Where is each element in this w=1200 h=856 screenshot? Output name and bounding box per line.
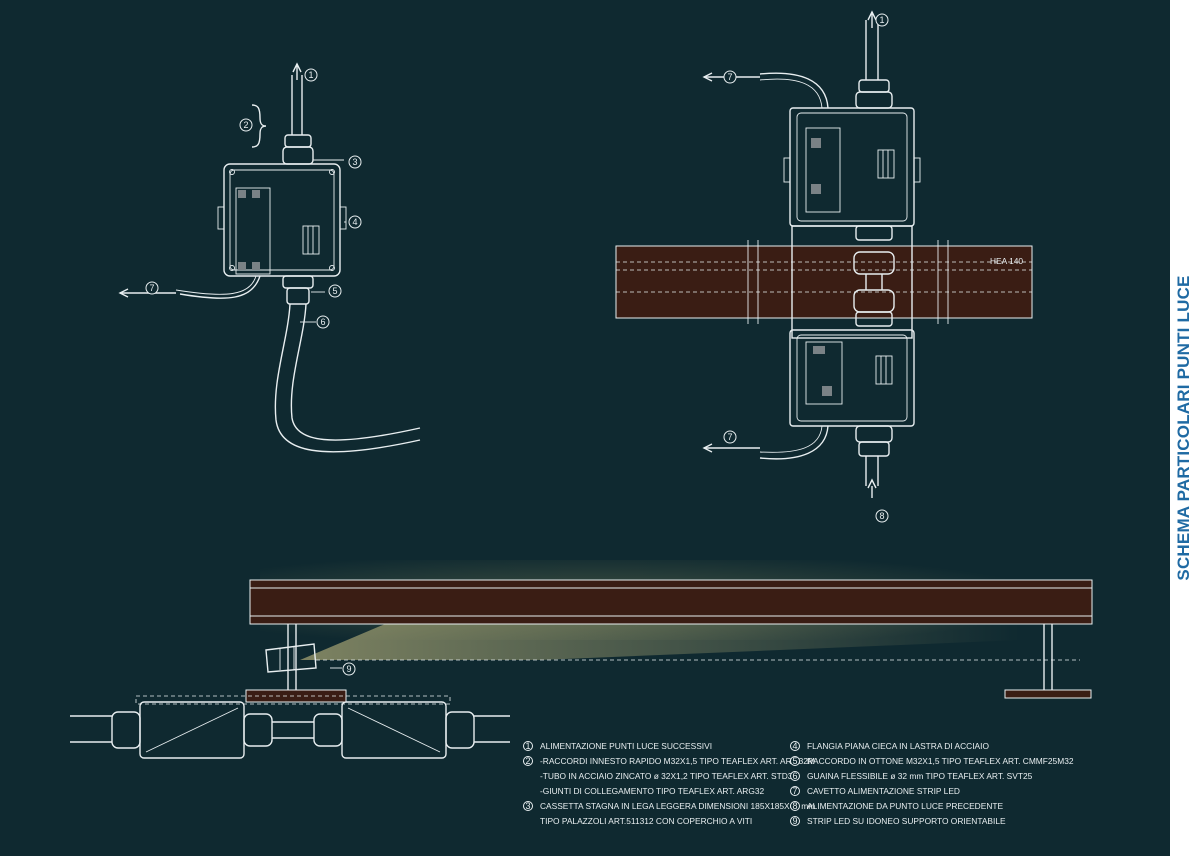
callout-5-label: 5 <box>332 286 337 296</box>
callout-6-label: 6 <box>320 317 325 327</box>
legend-left: 1 ALIMENTAZIONE PUNTI LUCE SUCCESSIVI 2 … <box>523 741 815 826</box>
callout-1-b-label: 1 <box>879 15 884 25</box>
callout-8 <box>875 509 889 523</box>
callout-4-label: 4 <box>352 217 357 227</box>
callout-3-label: 3 <box>352 157 357 167</box>
callout-9-label: 9 <box>346 664 351 674</box>
svg-text:7: 7 <box>792 786 797 796</box>
callout-1 <box>304 68 318 82</box>
legend-item-7: CAVETTO ALIMENTAZIONE STRIP LED <box>807 786 960 796</box>
callout-7-label: 7 <box>149 283 154 293</box>
callout-7-c <box>723 430 737 444</box>
callout-5 <box>328 284 342 298</box>
double-box-plan-view <box>615 10 1033 498</box>
callout-1-b <box>875 13 889 27</box>
legend-item-6: GUAINA FLESSIBILE ø 32 mm TIPO TEAFLEX A… <box>807 771 1033 781</box>
legend-item-4: FLANGIA PIANA CIECA IN LASTRA DI ACCIAIO <box>807 741 989 751</box>
elevation-view <box>70 560 1093 759</box>
legend-item-1: ALIMENTAZIONE PUNTI LUCE SUCCESSIVI <box>540 741 712 751</box>
junction-box-front-view <box>118 62 421 453</box>
callout-4 <box>348 215 362 229</box>
callout-8-label: 8 <box>879 511 884 521</box>
svg-text:6: 6 <box>792 771 797 781</box>
callout-2 <box>239 118 253 132</box>
callout-7-c-label: 7 <box>727 432 732 442</box>
legend-item-5: RACCORDO IN OTTONE M32X1,5 TIPO TEAFLEX … <box>807 756 1074 766</box>
legend-item-3a: CASSETTA STAGNA IN LEGA LEGGERA DIMENSIO… <box>540 801 815 811</box>
side-title-strip <box>1170 0 1200 856</box>
legend-item-2a: -RACCORDI INNESTO RAPIDO M32X1,5 TIPO TE… <box>540 756 815 766</box>
callout-9 <box>342 662 356 676</box>
svg-text:9: 9 <box>792 816 797 826</box>
svg-text:8: 8 <box>792 801 797 811</box>
legend-item-2c: -GIUNTI DI COLLEGAMENTO TIPO TEAFLEX ART… <box>540 786 765 796</box>
svg-text:1: 1 <box>525 741 530 751</box>
legend-item-9: STRIP LED SU IDONEO SUPPORTO ORIENTABILE <box>807 816 1006 826</box>
legend-item-8: ALIMENTAZIONE DA PUNTO LUCE PRECEDENTE <box>807 801 1003 811</box>
svg-text:4: 4 <box>792 741 797 751</box>
callout-3 <box>348 155 362 169</box>
steel-beam-section <box>615 245 1033 319</box>
beam-label: HEA 140 <box>990 256 1023 266</box>
callout-7-b <box>723 70 737 84</box>
callout-7 <box>145 281 159 295</box>
legend-item-2b: -TUBO IN ACCIAIO ZINCATO ø 32X1,2 TIPO T… <box>540 771 797 781</box>
legend-right: 4 FLANGIA PIANA CIECA IN LASTRA DI ACCIA… <box>790 741 1074 826</box>
svg-text:5: 5 <box>792 756 797 766</box>
legend-item-3b: TIPO PALAZZOLI ART.511312 CON COPERCHIO … <box>540 816 752 826</box>
svg-text:2: 2 <box>525 756 530 766</box>
sheet-title: SCHEMA PARTICOLARI PUNTI LUCE <box>1174 275 1193 581</box>
callout-2-label: 2 <box>243 120 248 130</box>
callout-7-b-label: 7 <box>727 72 732 82</box>
callout-6 <box>316 315 330 329</box>
callout-1-label: 1 <box>308 70 313 80</box>
callouts: 1 2 3 4 5 6 7 1 7 7 8 9 <box>145 13 889 676</box>
svg-text:3: 3 <box>525 801 530 811</box>
